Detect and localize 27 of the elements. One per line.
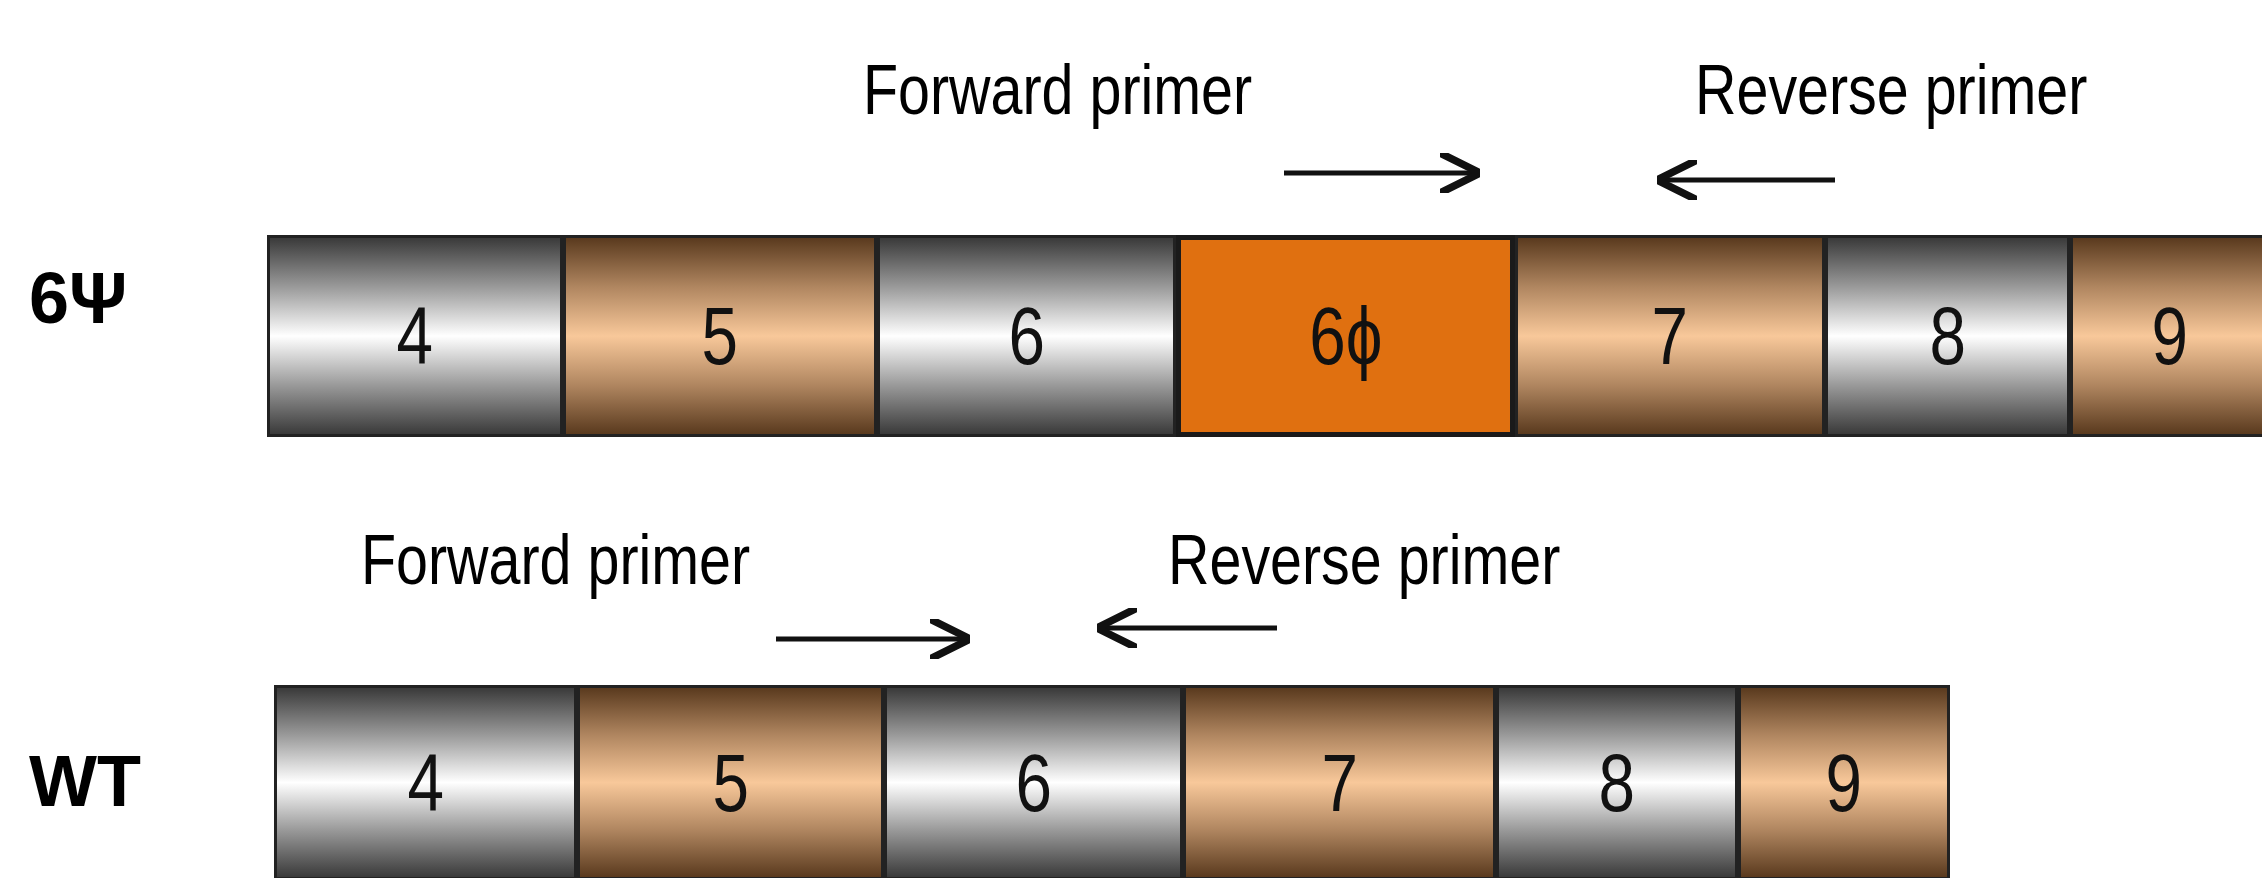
exon-box	[1738, 685, 1950, 878]
exon-box	[1183, 685, 1496, 878]
exon-number: 8	[1598, 741, 1636, 824]
exon-number: 9	[1825, 741, 1863, 824]
exon-number: 5	[701, 295, 739, 377]
exon-box	[563, 235, 877, 437]
exon-box	[577, 685, 884, 878]
exon-number: 6	[1008, 295, 1045, 377]
exon-box	[274, 685, 577, 878]
exon-number: 6	[1015, 741, 1052, 824]
exon-number: 8	[1929, 295, 1966, 377]
exon-box	[267, 235, 563, 437]
exon-box	[1496, 685, 1738, 878]
exon-number: 9	[2151, 295, 2189, 377]
exon-number: 4	[396, 295, 434, 377]
row-label: 6Ψ	[29, 262, 128, 334]
exon-number: 5	[712, 741, 749, 824]
exon-number: 7	[1651, 295, 1689, 377]
exon-box	[1515, 235, 1825, 437]
exon-box	[877, 235, 1176, 437]
exon-number: 4	[407, 741, 444, 824]
exon-box	[884, 685, 1183, 878]
exon-box	[1825, 235, 2070, 437]
row-label: WT	[29, 745, 141, 817]
exon-box	[2070, 235, 2262, 437]
exon-box	[1176, 235, 1515, 437]
exon-number: 7	[1321, 741, 1358, 824]
